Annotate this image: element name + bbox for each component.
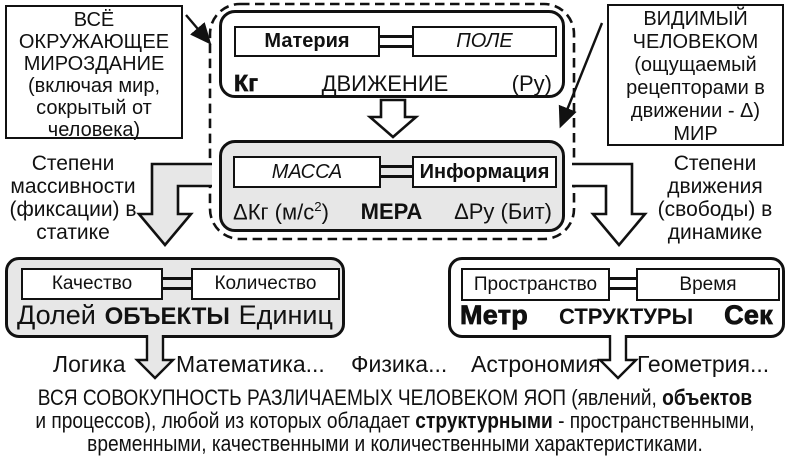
- time-label: Время: [679, 273, 737, 295]
- down-block-arrow-center: [366, 98, 420, 139]
- matter-term-box: Материя: [234, 26, 380, 57]
- structures-units-row: Метр СТРУКТУРЫ Сек: [460, 300, 774, 331]
- objects-label: ОБЪЕКТЫ: [104, 303, 230, 330]
- down-block-arrow-left-small: [134, 335, 176, 380]
- arrow-universe-to-matter: [185, 14, 212, 45]
- mass-information-connector: [381, 165, 412, 178]
- objects-units-row: Долей ОБЪЕКТЫ Единиц: [17, 300, 333, 331]
- delta-kg-unit-label: ΔКг (м/с2): [233, 199, 329, 225]
- visible-world-line: ЧЕЛОВЕКОМ: [632, 31, 759, 53]
- units-unit-label: Единиц: [238, 300, 333, 330]
- down-block-arrow-right-small: [597, 335, 639, 380]
- squared-superscript: 2: [314, 199, 322, 214]
- universe-box-line: ВСЁ: [73, 9, 115, 31]
- visible-world-line: МИР: [673, 123, 718, 145]
- space-time-box: Пространство Время Метр СТРУКТУРЫ Сек: [448, 257, 785, 338]
- mass-information-box: МАССА Информация ΔКг (м/с2) МЕРА ΔРу (Би…: [219, 140, 565, 232]
- space-term-box: Пространство: [461, 268, 610, 301]
- structures-label: СТРУКТУРЫ: [558, 304, 694, 329]
- universe-box-line: МИРОЗДАНИЕ: [23, 53, 165, 75]
- universe-box-line: сокрытый от: [36, 97, 152, 119]
- universe-box: ВСЁ ОКРУЖАЮЩЕЕ МИРОЗДАНИЕ (включая мир, …: [5, 5, 183, 141]
- mass-term-box: МАССА: [233, 156, 381, 188]
- elbow-arrow-right: [572, 162, 648, 248]
- visible-world-line: ВИДИМЫЙ: [643, 8, 748, 30]
- fractions-unit-label: Долей: [17, 300, 96, 330]
- matter-field-units-row: Кг ДВИЖЕНИЕ (Ру): [234, 70, 552, 97]
- space-time-connector: [610, 277, 636, 290]
- mass-label: МАССА: [271, 160, 343, 183]
- field-term-box: ПОЛЕ: [412, 26, 557, 57]
- universe-box-line: ОКРУЖАЮЩЕЕ: [18, 31, 170, 53]
- kg-unit-label: Кг: [234, 70, 259, 97]
- static-degrees-label: Степени массивности (фиксации) в статике: [9, 152, 137, 244]
- matter-field-connector: [380, 35, 412, 48]
- matter-field-box: Материя ПОЛЕ Кг ДВИЖЕНИЕ (Ру): [219, 10, 565, 98]
- meter-unit-label: Метр: [460, 300, 529, 331]
- footer-paragraph: ВСЯ СОВОКУПНОСТЬ РАЗЛИЧАЕМЫХ ЧЕЛОВЕКОМ Я…: [0, 385, 790, 456]
- visible-world-box: ВИДИМЫЙ ЧЕЛОВЕКОМ (ощущаемый рецепторами…: [607, 4, 784, 146]
- seconds-unit-label: Сек: [724, 300, 773, 331]
- quality-quantity-box: Качество Количество Долей ОБЪЕКТЫ Единиц: [5, 257, 345, 338]
- delta-pu-unit-label: ΔРу (Бит): [454, 199, 552, 225]
- quality-term-box: Качество: [21, 268, 163, 300]
- discipline-astronomy: Астрономия: [471, 351, 601, 377]
- pu-unit-label: (Ру): [511, 71, 552, 96]
- elbow-arrow-left: [136, 162, 212, 248]
- quality-label: Качество: [51, 273, 133, 294]
- quantity-label: Количество: [214, 273, 317, 294]
- discipline-mathematics: Математика...: [176, 351, 325, 377]
- space-label: Пространство: [473, 273, 598, 295]
- universe-box-line: (включая мир,: [27, 75, 161, 97]
- information-term-box: Информация: [412, 156, 557, 188]
- footer-line-3: временными, качественными и количественн…: [87, 430, 703, 456]
- dynamic-degrees-label: Степени движения (свободы) в динамике: [657, 152, 773, 244]
- visible-world-line: рецепторами в: [626, 77, 765, 99]
- information-label: Информация: [419, 160, 550, 183]
- footer-bold-structural: структурными: [415, 407, 553, 433]
- footer-line-1: ВСЯ СОВОКУПНОСТЬ РАЗЛИЧАЕМЫХ ЧЕЛОВЕКОМ Я…: [37, 385, 753, 410]
- quality-quantity-connector: [163, 277, 196, 290]
- discipline-logic: Логика: [53, 351, 126, 377]
- discipline-physics: Физика...: [351, 351, 448, 377]
- time-term-box: Время: [636, 268, 780, 301]
- quantity-term-box: Количество: [191, 268, 340, 300]
- arrow-visible-world-to-information: [558, 22, 604, 129]
- visible-world-line: (ощущаемый: [634, 54, 757, 76]
- measure-label: МЕРА: [360, 199, 423, 225]
- footer-bold-objects: объектов: [662, 385, 753, 410]
- matter-label: Материя: [264, 30, 350, 52]
- footer-line-2: и процессов), любой из которых обладает …: [35, 407, 755, 433]
- field-label: ПОЛЕ: [456, 30, 513, 52]
- mass-information-units-row: ΔКг (м/с2) МЕРА ΔРу (Бит): [233, 199, 552, 225]
- visible-world-line: движении - Δ): [630, 100, 761, 122]
- universe-box-line: человека): [47, 119, 141, 141]
- discipline-geometry: Геометрия...: [637, 351, 770, 377]
- movement-label: ДВИЖЕНИЕ: [321, 71, 449, 96]
